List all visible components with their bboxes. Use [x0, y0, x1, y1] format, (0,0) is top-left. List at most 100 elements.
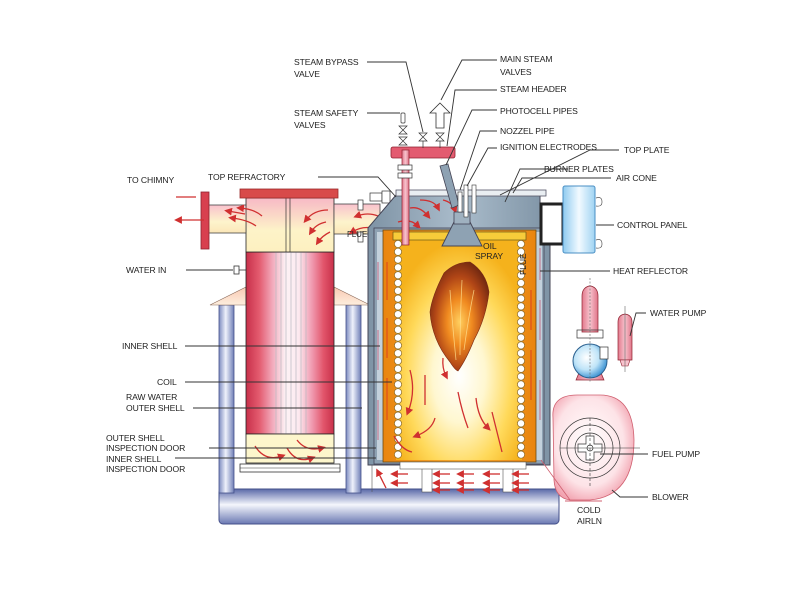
tube-bundle	[245, 251, 335, 435]
label-nozzel-pipe: NOZZEL PIPE	[500, 126, 555, 136]
coil-ring	[394, 263, 402, 272]
label-outer-shell-door-1: OUTER SHELL	[106, 433, 165, 443]
label-oil-spray-1: OIL	[483, 241, 497, 251]
steam-riser	[401, 149, 410, 246]
coil-ring	[394, 318, 402, 326]
label-to-chimny: TO CHIMNY	[127, 175, 175, 185]
blower	[540, 394, 640, 502]
support-leg-left	[218, 304, 235, 494]
coil-ring	[517, 318, 525, 326]
label-inner-shell-door-2: INSPECTION DOOR	[106, 464, 185, 474]
coil-ring	[517, 403, 525, 412]
coil-ring	[517, 333, 525, 342]
coil-ring	[517, 450, 525, 459]
coil-ring	[394, 279, 402, 287]
steam-header	[390, 146, 456, 159]
labels: STEAM BYPASS VALVE STEAM SAFETY VALVES M…	[106, 54, 707, 526]
water-in-valve	[233, 265, 240, 275]
air-duct	[371, 461, 529, 494]
label-water-in: WATER IN	[126, 265, 166, 275]
coil-ring	[517, 255, 525, 264]
coil-ring	[394, 349, 402, 358]
leader-lines	[175, 59, 648, 498]
heat-exchanger	[174, 188, 371, 494]
switch-icon	[595, 239, 603, 249]
flame	[429, 261, 490, 372]
label-steam-safety-valves-2: VALVES	[294, 120, 326, 130]
label-inner-shell: INNER SHELL	[122, 341, 178, 351]
label-flue-right: FLUE	[518, 253, 528, 275]
label-oil-spray-2: SPRAY	[475, 251, 503, 261]
label-raw-water-1: RAW WATER	[126, 392, 177, 402]
coil-ring	[517, 435, 525, 443]
top-refractory-plate	[239, 188, 339, 199]
coil-ring	[394, 271, 402, 280]
label-steam-safety-valves-1: STEAM SAFETY	[294, 108, 359, 118]
label-outer-shell-door-2: INSPECTION DOOR	[106, 443, 185, 453]
coil-ring	[517, 263, 525, 272]
label-fuel-pump: FUEL PUMP	[652, 449, 700, 459]
coil-ring	[517, 442, 525, 451]
ignition-electrode	[463, 184, 469, 218]
coil-ring	[394, 240, 402, 248]
steam-safety-valve	[398, 112, 408, 146]
coil-ring	[517, 427, 525, 436]
coil-ring	[517, 380, 525, 389]
top-plate	[395, 189, 547, 197]
coil-ring	[394, 310, 402, 319]
coil-ring	[394, 294, 402, 303]
coil-ring	[394, 419, 402, 428]
photocell-pipe	[457, 191, 463, 213]
control-panel	[539, 185, 603, 254]
label-burner-plates: BURNER PLATES	[544, 164, 614, 174]
water-pump	[572, 278, 633, 382]
label-steam-header: STEAM HEADER	[500, 84, 567, 94]
coil-ring	[517, 396, 525, 404]
coil-ring	[394, 341, 402, 350]
coil-ring	[517, 419, 525, 428]
label-top-refractory: TOP REFRACTORY	[208, 172, 286, 182]
coil-ring	[517, 294, 525, 303]
coil-ring	[517, 349, 525, 358]
coil-ring	[517, 364, 525, 373]
coil-ring	[394, 302, 402, 311]
label-ignition-electrodes: IGNITION ELECTRODES	[500, 142, 597, 152]
coil-ring	[394, 380, 402, 389]
coil-ring	[517, 357, 525, 365]
coil-ring	[394, 388, 402, 397]
label-raw-water-2: OUTER SHELL	[126, 403, 185, 413]
ignition-electrode-2	[471, 184, 477, 214]
steam-bypass-valve-icon	[418, 132, 428, 142]
label-blower: BLOWER	[652, 492, 689, 502]
coil-ring	[517, 325, 525, 334]
label-steam-bypass-valve-1: STEAM BYPASS	[294, 57, 359, 67]
coil-ring	[394, 411, 402, 420]
main-steam-valve-icon	[435, 132, 445, 142]
label-coil: COIL	[157, 377, 177, 387]
coil-ring	[517, 372, 525, 381]
label-inner-shell-door-1: INNER SHELL	[106, 454, 162, 464]
label-air-cone: AIR CONE	[616, 173, 657, 183]
airflow-arrow	[376, 468, 387, 489]
steam-outlet-arrow-icon	[429, 102, 451, 129]
coil-ring	[517, 247, 525, 256]
label-cold-air-2: AIRLN	[577, 516, 602, 526]
coil-ring	[394, 427, 402, 436]
coil-ring	[394, 372, 402, 381]
coil-ring	[517, 271, 525, 280]
coil-ring	[394, 286, 402, 295]
coil-ring	[394, 325, 402, 334]
coil-ring	[394, 255, 402, 264]
label-water-pump: WATER PUMP	[650, 308, 707, 318]
base-pipe	[218, 488, 560, 525]
burner-assembly	[439, 163, 483, 247]
coil-ring	[394, 396, 402, 404]
coil-ring	[394, 247, 402, 256]
label-top-plate: TOP PLATE	[624, 145, 670, 155]
coil-ring	[517, 411, 525, 420]
coil-ring	[394, 333, 402, 342]
label-steam-bypass-valve-2: VALVE	[294, 69, 320, 79]
support-leg-right	[345, 304, 362, 494]
label-flue-left: FLUE	[347, 230, 367, 239]
